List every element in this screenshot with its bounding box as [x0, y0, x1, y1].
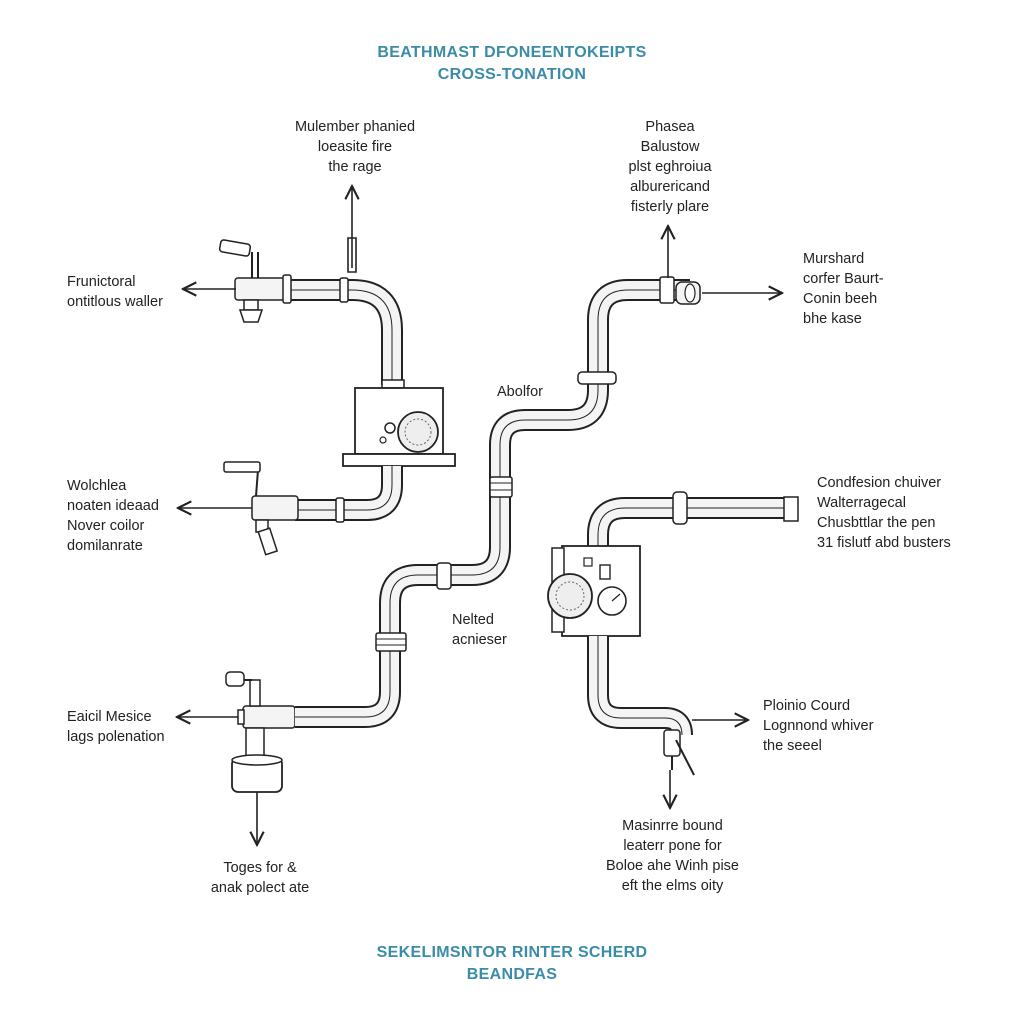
left-upper-valve [218, 239, 292, 323]
label-line: noaten ideaad [67, 498, 159, 514]
label-line: Phasea [645, 119, 695, 135]
label-line: Condfesion chuiver [817, 475, 942, 491]
left-upper-pipe [285, 277, 405, 389]
diagram-title-line-1: BEATHMAST DFONEENTOKEIPTS [377, 44, 647, 61]
right-upper-pipe [587, 491, 799, 548]
label-line: Abolfor [497, 384, 543, 400]
label-line: Toges for & [223, 860, 297, 876]
label-center-upper: Abolfor [480, 382, 560, 402]
label-line: Conin beeh [803, 291, 878, 307]
label-line: plst eghroiua [628, 159, 712, 175]
label-line: lags polenation [67, 729, 165, 745]
label-line: alburericand [630, 179, 710, 195]
label-line: Masinrre bound [622, 818, 723, 834]
label-line: the seeel [763, 738, 822, 754]
label-line: corfer Baurt- [803, 271, 884, 287]
label-line: Balustow [640, 139, 700, 155]
label-line: bhe kase [803, 311, 862, 327]
label-line: loeasite fire [317, 139, 393, 155]
label-left-upper: Frunictoral ontitlous waller [67, 272, 207, 312]
label-line: eft the elms oity [621, 878, 724, 894]
diagram-footer: SEKELIMSNTOR RINTER SCHERD BEANDFAS [0, 944, 1024, 984]
label-line: Boloe ahe Winh pise [606, 858, 739, 874]
label-line: anak polect ate [210, 880, 310, 896]
label-left-lower: Eaicil Mesice lags polenation [67, 707, 197, 747]
label-line: Ploinio Courd [763, 698, 851, 714]
label-line: ontitlous waller [67, 294, 163, 310]
label-left-middle: Wolchlea noaten ideaad Nover coilor domi… [67, 476, 197, 556]
left-lower-valve [225, 671, 296, 793]
left-middle-pipe [295, 466, 403, 523]
label-line: Mulember phanied [294, 119, 416, 135]
label-line: leaterr pone for [623, 838, 722, 854]
label-line: acnieser [452, 632, 507, 648]
diagram-footer-line-1: SEKELIMSNTOR RINTER SCHERD [376, 944, 648, 961]
right-lower-pipe [587, 636, 695, 776]
label-line: 31 fislutf abd busters [817, 535, 951, 551]
label-line: the rage [328, 159, 382, 175]
right-control-box [547, 545, 641, 637]
label-line: fisterly plare [630, 199, 710, 215]
label-right-upper: Murshard corfer Baurt- Conin beeh bhe ka… [803, 249, 963, 329]
label-line: Chusbttlar the pen [817, 515, 936, 531]
label-line: domilanrate [67, 538, 143, 554]
label-right-lower: Ploinio Courd Lognnond whiver the seeel [763, 696, 913, 756]
label-line: Murshard [803, 251, 865, 267]
diagram-footer-line-2: BEANDFAS [466, 966, 558, 983]
label-right-middle: Condfesion chuiver Walterragecal Chusbtt… [817, 473, 997, 553]
label-line: Eaicil Mesice [67, 709, 152, 725]
label-line: Wolchlea [67, 478, 127, 494]
label-line: Walterragecal [817, 495, 906, 511]
label-line: Frunictoral [67, 274, 136, 290]
label-bottom-right: Masinrre bound leaterr pone for Boloe ah… [585, 816, 760, 896]
main-diagonal-pipe [295, 276, 701, 728]
diagram-title: BEATHMAST DFONEENTOKEIPTS CROSS-TONATION [0, 44, 1024, 84]
left-middle-valve [223, 461, 299, 556]
label-bottom-left: Toges for & anak polect ate [180, 858, 340, 898]
label-line: Nelted [452, 612, 494, 628]
label-line: Nover coilor [67, 518, 145, 534]
diagram-title-line-2: CROSS-TONATION [437, 66, 587, 83]
label-center-lower: Nelted acnieser [452, 610, 552, 650]
label-line: Lognnond whiver [763, 718, 874, 734]
flow-arrows [177, 186, 782, 845]
left-control-box [342, 387, 456, 467]
label-top-center: Mulember phanied loeasite fire the rage [265, 117, 445, 177]
label-top-right: Phasea Balustow plst eghroiua alburerica… [590, 117, 750, 217]
